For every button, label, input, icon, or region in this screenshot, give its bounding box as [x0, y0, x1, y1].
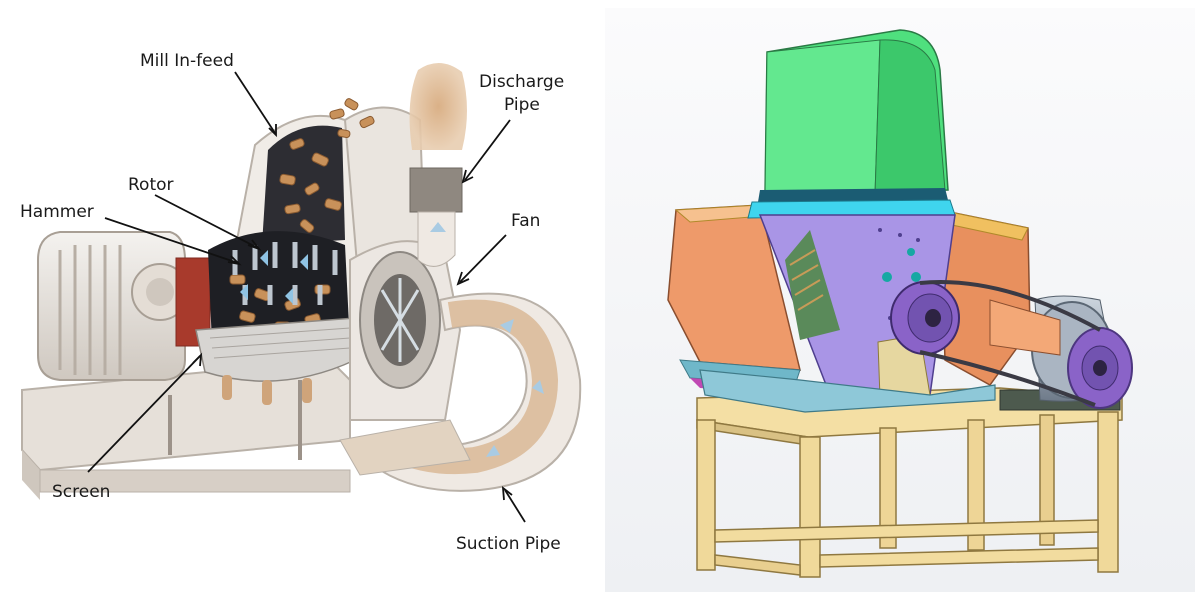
mill-housing — [195, 98, 427, 405]
rotor-hammers — [232, 242, 338, 305]
discharge-pipe — [409, 62, 467, 267]
drive-pulley — [890, 280, 1101, 407]
cad-render — [605, 8, 1195, 592]
side-chute-right — [937, 209, 1061, 386]
label-fan: Fan — [511, 211, 540, 231]
label-discharge-pipe-line1: Discharge — [479, 72, 564, 92]
label-mill-infeed: Mill In-feed — [140, 51, 234, 71]
base-plate — [699, 369, 996, 413]
label-hammer: Hammer — [20, 202, 94, 222]
callout-arrows — [87, 71, 526, 523]
label-screen: Screen — [52, 482, 110, 502]
label-rotor: Rotor — [128, 175, 174, 195]
hammer-mill-cutaway: Mill In-feed Discharge Pipe Rotor Hammer… — [20, 51, 582, 554]
label-discharge-pipe-line2: Pipe — [504, 95, 540, 115]
feed-hopper — [747, 29, 956, 219]
label-suction-pipe: Suction Pipe — [456, 534, 561, 554]
fan-housing — [339, 240, 582, 492]
motor — [37, 231, 211, 381]
